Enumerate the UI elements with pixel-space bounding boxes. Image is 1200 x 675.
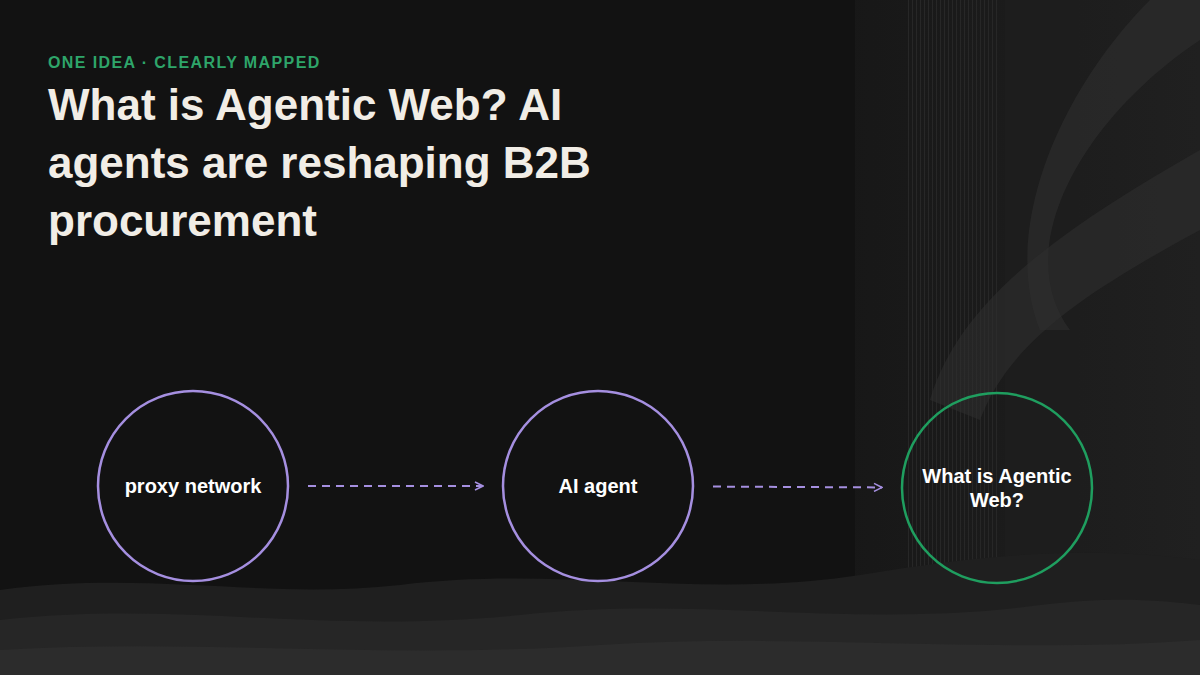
ribbon-shape	[930, 150, 1200, 420]
node-label: What is Agentic Web?	[922, 464, 1072, 512]
dashed-arrow	[308, 485, 483, 487]
title: What is Agentic Web? AI agents are resha…	[48, 76, 688, 250]
wave-shape	[0, 553, 1200, 675]
dashed-arrow	[713, 486, 882, 489]
circle-shape	[98, 391, 288, 581]
tower-shape	[855, 0, 1200, 600]
wave-shape	[0, 600, 1200, 675]
node-label: AI agent	[559, 474, 638, 498]
circle-shape	[902, 393, 1092, 583]
circle-node: What is Agentic Web?	[900, 391, 1094, 585]
node-label: proxy network	[125, 474, 262, 498]
circle-outline	[900, 391, 1094, 585]
wave-shape	[0, 640, 1200, 675]
eyebrow-label: ONE IDEA · CLEARLY MAPPED	[48, 54, 321, 72]
circle-node: proxy network	[96, 389, 290, 583]
circle-node: AI agent	[501, 389, 695, 583]
circle-shape	[503, 391, 693, 581]
